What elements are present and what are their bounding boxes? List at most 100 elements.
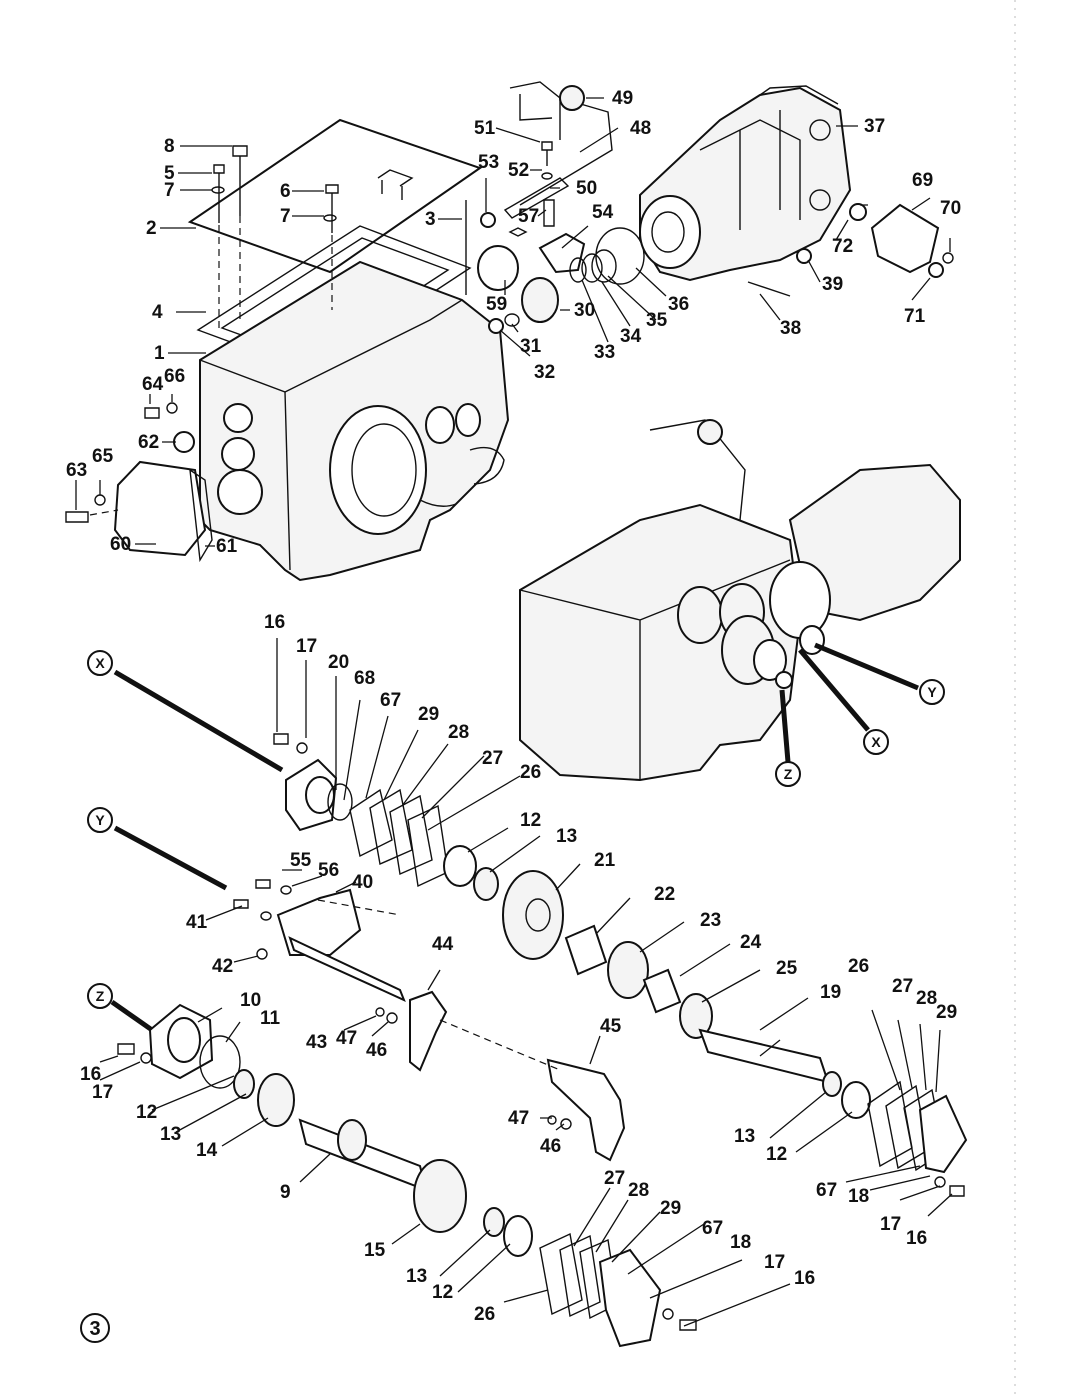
part-label: 46 [540, 1136, 561, 1157]
cover-20-bore [305, 776, 335, 814]
pointer-z-left [110, 999, 154, 1033]
bolt-16a [273, 733, 289, 745]
shim-27 [407, 804, 449, 888]
part-label: 39 [822, 274, 843, 295]
part-label: 67 [702, 1218, 723, 1239]
callout-x-right [863, 729, 889, 755]
callout-y-left-label: Y [95, 812, 105, 828]
part-label: 2 [146, 218, 157, 239]
gear-14 [257, 1073, 295, 1127]
callout-circles: X Y Z Y X Z 3 [80, 650, 945, 1343]
nut-71 [928, 262, 944, 278]
callout-z-left [87, 983, 113, 1009]
seal-11 [199, 1035, 241, 1089]
part-label: 67 [380, 690, 401, 711]
bolt-64 [144, 407, 160, 419]
assembled-cover-x [753, 639, 787, 681]
pump-flange-inner [651, 211, 685, 253]
part-label: 7 [280, 206, 291, 227]
screw-70 [942, 252, 954, 264]
part-label: 48 [630, 118, 651, 139]
nut-32 [488, 318, 504, 334]
lever-bracket [509, 81, 561, 140]
part-label: 61 [216, 536, 238, 557]
part-label: 7 [164, 180, 175, 201]
pump-housing-ribs [699, 110, 801, 230]
lever-knob-49 [559, 85, 585, 111]
part-label: 62 [138, 432, 159, 453]
part-label: 12 [432, 1282, 453, 1303]
assembled-case-edges [519, 559, 791, 780]
part-label: 27 [482, 748, 503, 769]
plate-69 [870, 203, 940, 274]
case-bore-large [329, 405, 427, 535]
part-label: 71 [904, 306, 926, 327]
part-label: 13 [160, 1124, 181, 1145]
part-label: 38 [780, 318, 801, 339]
part-label: 26 [848, 956, 869, 977]
ring-33 [569, 257, 587, 283]
part-labels: 8 5 7 2 6 7 3 4 1 64 66 62 63 65 60 61 4… [66, 88, 961, 1325]
part-label: 24 [740, 932, 762, 953]
top-cover-plate [187, 118, 483, 274]
spacer-24 [642, 968, 682, 1014]
washer-56 [280, 885, 292, 895]
part-label: 55 [290, 850, 312, 871]
part-label: 26 [520, 762, 541, 783]
pin-57 [543, 199, 555, 227]
bearing-cone-13a [473, 867, 499, 901]
part-label: 20 [328, 652, 349, 673]
washer-7a [211, 186, 225, 194]
part-label: 42 [212, 956, 233, 977]
part-label: 5 [164, 163, 175, 184]
part-label: 53 [478, 152, 499, 173]
part-label: 9 [280, 1182, 291, 1203]
pointer-x [798, 648, 870, 732]
shim-27b [559, 1234, 601, 1318]
bracket-40 [276, 888, 362, 956]
spring-46b [560, 1118, 572, 1130]
ball-47b [547, 1115, 557, 1125]
gear-23 [607, 941, 649, 999]
part-label: 37 [864, 116, 885, 137]
washer-41b [260, 911, 272, 921]
part-label: 18 [730, 1232, 751, 1253]
bearing-cone-13z [233, 1069, 255, 1099]
case-bore-b [455, 403, 481, 437]
washer-52 [541, 172, 553, 180]
bearing-cup-12a [443, 845, 477, 887]
part-label: 17 [764, 1252, 785, 1273]
shift-lever-48 [519, 97, 613, 206]
part-label: 16 [264, 612, 285, 633]
pointer-y [814, 642, 919, 691]
part-label: 6 [280, 181, 291, 202]
cover-18b [598, 1248, 662, 1348]
part-label: 29 [936, 1002, 957, 1023]
bolt-63 [65, 511, 89, 523]
part-label: 23 [700, 910, 721, 931]
bolt-5 [213, 164, 225, 223]
bearing-cup-12b [841, 1081, 871, 1119]
spring-46a [386, 1012, 398, 1024]
part-label: 16 [80, 1064, 101, 1085]
o-ring-68 [327, 783, 353, 821]
part-label: 12 [766, 1144, 787, 1165]
assembled-pump-flange [769, 561, 831, 639]
part-label: 32 [534, 362, 555, 383]
cover-slot [377, 169, 414, 200]
part-label: 51 [474, 118, 496, 139]
case-foot [419, 499, 457, 507]
part-label: 43 [306, 1032, 327, 1053]
key-part [508, 227, 528, 237]
washer-17a [296, 742, 308, 754]
washer-17r [934, 1176, 946, 1188]
part-label: 4 [152, 302, 163, 323]
pump-port-a [809, 119, 831, 141]
bolt-16b [679, 1319, 697, 1331]
cap-59 [477, 245, 519, 291]
case-side-hole-a [223, 403, 253, 433]
part-label: 45 [600, 1016, 622, 1037]
part-label: 8 [164, 136, 175, 157]
bracket-axis [317, 899, 401, 916]
part-label: 64 [142, 374, 164, 395]
